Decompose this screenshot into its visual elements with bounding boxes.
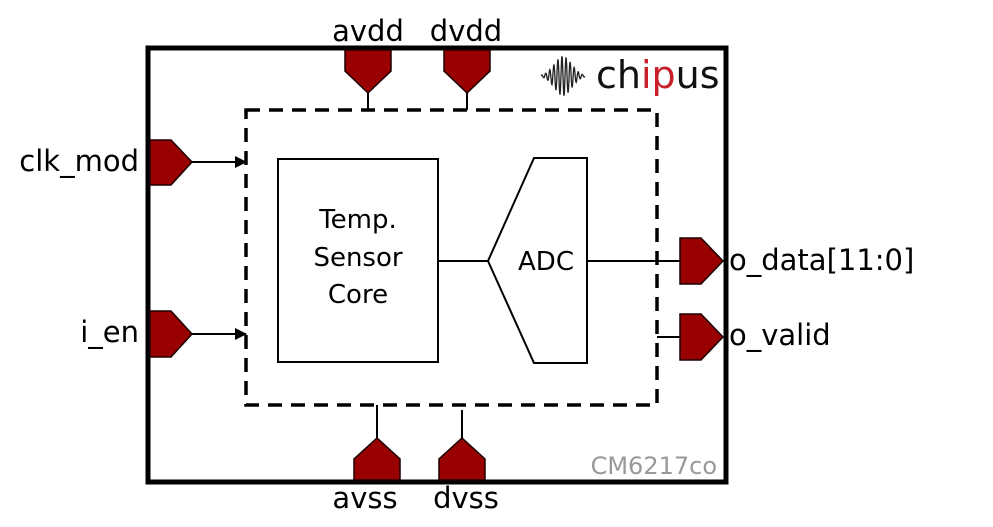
label-avss: avss bbox=[332, 481, 397, 515]
pin-dvss bbox=[438, 436, 486, 481]
brand-logo: chipus bbox=[540, 53, 720, 97]
ip-core-boundary bbox=[244, 108, 659, 407]
pin-clk-mod bbox=[149, 139, 194, 186]
sensor-core-label-line1: Temp. bbox=[318, 205, 397, 235]
adc-block bbox=[486, 157, 588, 364]
adc-label: ADC bbox=[518, 247, 574, 277]
label-dvss: dvss bbox=[433, 481, 499, 515]
label-i-en: i_en bbox=[80, 315, 139, 349]
label-dvdd: dvdd bbox=[430, 14, 502, 48]
pin-o-valid bbox=[679, 313, 725, 361]
label-avdd: avdd bbox=[332, 14, 404, 48]
chip-boundary bbox=[145, 45, 729, 485]
waveform-icon bbox=[540, 56, 586, 96]
pin-avdd bbox=[344, 49, 392, 95]
sensor-core-label-line3: Core bbox=[328, 280, 388, 310]
label-o-data: o_data[11:0] bbox=[729, 243, 914, 277]
label-o-valid: o_valid bbox=[729, 318, 831, 352]
pin-i-en bbox=[149, 310, 194, 358]
pin-avss bbox=[353, 436, 401, 481]
label-clk-mod: clk_mod bbox=[19, 144, 139, 178]
part-number: CM6217co bbox=[591, 452, 717, 480]
pin-dvdd bbox=[443, 49, 491, 95]
brand-name: chipus bbox=[596, 53, 720, 97]
sensor-core-label-line2: Sensor bbox=[313, 243, 402, 273]
pin-o-data bbox=[679, 237, 725, 285]
